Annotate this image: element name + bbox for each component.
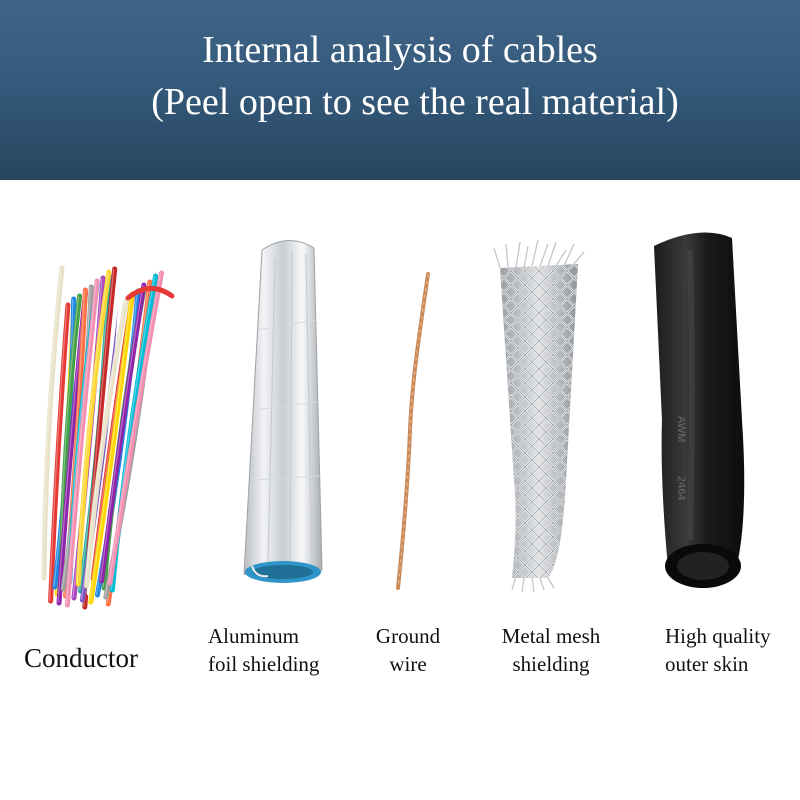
- conductor-wire: [41, 265, 65, 581]
- outer-skin-tube: AWM 2464: [654, 232, 745, 588]
- conductor-wire: [64, 278, 100, 608]
- outer-skin-label-line2: outer skin: [665, 652, 749, 677]
- metal-mesh-shield: [493, 239, 585, 593]
- metal-mesh-label-line1: Metal mesh: [501, 624, 601, 648]
- conductor-wire: [88, 291, 135, 605]
- outer-skin-print-2464: 2464: [675, 476, 687, 500]
- conductor-wire-highlight: [65, 280, 97, 606]
- ground-wire-label-line1: Ground: [375, 624, 441, 648]
- ground-wire-label: Ground wire: [369, 622, 447, 679]
- conductor-wire-highlight: [100, 284, 144, 582]
- page-title: Internal analysis of cables: [202, 29, 598, 71]
- outer-skin-label-line1: High quality: [665, 624, 771, 648]
- conductor-wire: [84, 297, 129, 589]
- conductor-wire: [48, 302, 71, 604]
- conductor-wire-highlight: [89, 293, 132, 603]
- conductor-wires: [41, 265, 175, 610]
- conductor-label: Conductor: [24, 640, 138, 676]
- ground-wire: [396, 272, 430, 590]
- conductor-wire-highlight: [76, 271, 109, 585]
- conductor-label-text: Conductor: [24, 643, 138, 673]
- title-banner: Internal analysis of cables (Peel open t…: [0, 0, 800, 180]
- conductor-wire-highlight: [85, 299, 126, 587]
- outer-skin-print-awm: AWM: [675, 416, 687, 442]
- metal-mesh-label-line2: shielding: [512, 652, 590, 677]
- ground-wire-label-line2: wire: [389, 652, 427, 677]
- conductor-wire-highlight: [57, 292, 86, 604]
- aluminum-foil-label: Aluminum foil shielding: [208, 622, 319, 679]
- aluminum-foil-shield: [243, 240, 323, 583]
- conductor-wire-highlight: [108, 272, 162, 584]
- metal-mesh-label: Metal mesh shielding: [492, 622, 610, 679]
- page-subtitle: (Peel open to see the real material): [151, 81, 679, 123]
- conductor-wire: [125, 286, 175, 301]
- conductor-wire: [107, 270, 164, 586]
- cable-components-photo: AWM 2464 Conductor Aluminum foil shieldi…: [0, 180, 800, 800]
- aluminum-foil-label-line2: foil shielding: [208, 652, 320, 677]
- conductor-wire: [75, 269, 112, 587]
- conductor-wire-highlight: [42, 267, 62, 579]
- conductor-wire-highlight: [49, 304, 68, 602]
- outer-skin-label: High quality outer skin: [665, 622, 795, 679]
- conductor-wire: [99, 282, 147, 584]
- cable-components-illustration: AWM 2464: [41, 232, 745, 610]
- aluminum-foil-label-line1: Aluminum: [208, 624, 300, 648]
